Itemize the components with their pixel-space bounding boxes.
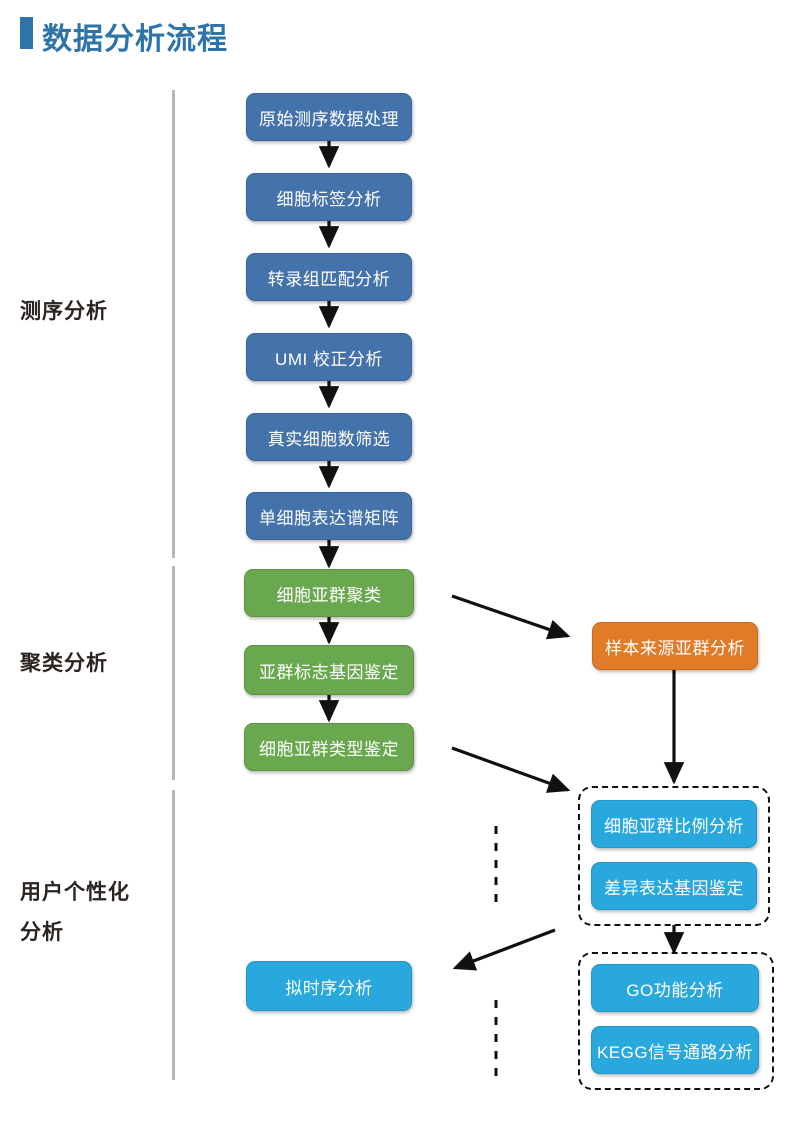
arrow-group-to-pseudotime <box>452 928 556 971</box>
node-pseudotime-analysis[interactable]: 拟时序分析 <box>246 961 412 1011</box>
node-umi-correction[interactable]: UMI 校正分析 <box>246 333 412 381</box>
stage-label-custom: 用户个性化 分析 <box>20 881 130 944</box>
node-cell-subgroup-clustering[interactable]: 细胞亚群聚类 <box>244 569 414 617</box>
stage-label-clustering: 聚类分析 <box>20 652 108 675</box>
stage-rail-clustering <box>172 566 175 780</box>
page-title: 数据分析流程 <box>42 23 228 56</box>
node-go-function-analysis[interactable]: GO功能分析 <box>591 964 759 1012</box>
node-sample-source-subgroup[interactable]: 样本来源亚群分析 <box>592 622 758 670</box>
node-cell-barcode-analysis[interactable]: 细胞标签分析 <box>246 173 412 221</box>
arrow-celltype-to-group-one <box>451 746 571 793</box>
node-subgroup-marker-genes[interactable]: 亚群标志基因鉴定 <box>244 645 414 695</box>
node-kegg-pathway-analysis[interactable]: KEGG信号通路分析 <box>591 1026 759 1074</box>
node-expression-matrix[interactable]: 单细胞表达谱矩阵 <box>246 492 412 540</box>
title-accent-bar <box>20 17 33 49</box>
node-transcriptome-mapping[interactable]: 转录组匹配分析 <box>246 253 412 301</box>
dashed-group-go-kegg <box>578 952 774 1090</box>
stage-rail-custom <box>172 790 175 1080</box>
stage-rail-sequencing <box>172 90 175 558</box>
node-subgroup-proportion[interactable]: 细胞亚群比例分析 <box>591 800 757 848</box>
stage-label-sequencing: 测序分析 <box>20 300 108 323</box>
node-differential-expression[interactable]: 差异表达基因鉴定 <box>591 862 757 910</box>
node-cell-subgroup-typing[interactable]: 细胞亚群类型鉴定 <box>244 723 414 771</box>
dashed-group-proportion-deg <box>578 786 770 926</box>
node-true-cell-filtering[interactable]: 真实细胞数筛选 <box>246 413 412 461</box>
node-raw-sequencing-data[interactable]: 原始测序数据处理 <box>246 93 412 141</box>
arrow-cluster-to-sample <box>451 594 571 640</box>
